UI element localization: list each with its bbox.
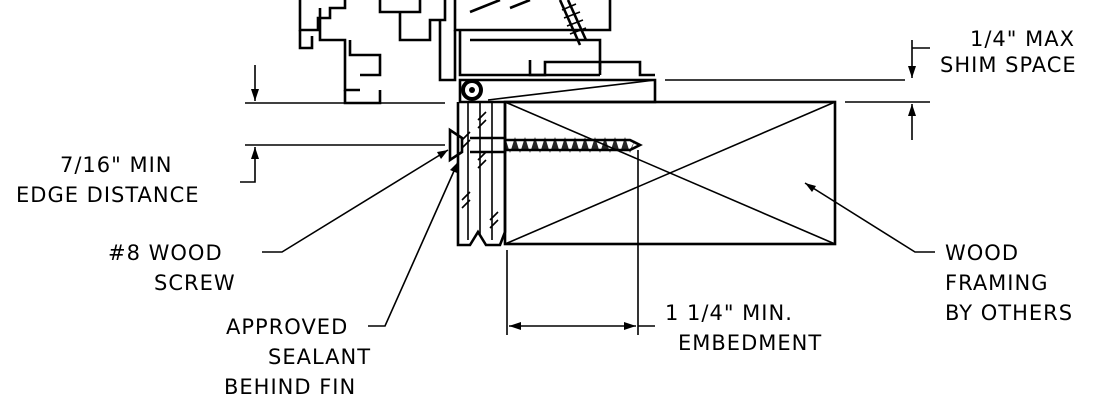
- sealant-bead: [448, 127, 464, 163]
- embedment-label-line1: 1 1/4" MIN.: [665, 301, 793, 325]
- edge-distance-label-line1: 7/16" MIN: [60, 153, 173, 177]
- embedment-dimension: [506, 150, 655, 335]
- shim-space-label-line1: 1/4" MAX: [970, 27, 1075, 51]
- wood-screw: [470, 136, 643, 154]
- wood-framing: [503, 100, 837, 246]
- shim-space-dimension: [665, 40, 930, 140]
- wood-framing-leader: [804, 182, 935, 253]
- wood-screw-label-line1: #8 WOOD: [108, 241, 223, 265]
- sealant-leader: [368, 161, 459, 327]
- edge-distance-dimension: [240, 65, 445, 183]
- backer-rod: [461, 79, 483, 101]
- wood-framing-label-line1: WOOD: [945, 241, 1019, 265]
- edge-distance-label-line2: EDGE DISTANCE: [16, 183, 200, 207]
- sealant-label-line2: SEALANT: [268, 345, 371, 369]
- sealant-label-line1: APPROVED: [226, 315, 348, 339]
- embedment-label-line2: EMBEDMENT: [678, 331, 822, 355]
- wood-screw-leader: [262, 149, 449, 253]
- frame-screw-top: [509, 0, 588, 46]
- window-frame-extrusion: [298, 0, 657, 105]
- wood-framing-label-line3: BY OTHERS: [945, 301, 1073, 325]
- sealant-label-line3: BEHIND FIN: [224, 375, 356, 399]
- wood-screw-label-line2: SCREW: [154, 271, 236, 295]
- nailing-fin: [456, 102, 507, 247]
- wood-framing-label-line2: FRAMING: [945, 271, 1048, 295]
- shim-space-label-line2: SHIM SPACE: [940, 53, 1077, 77]
